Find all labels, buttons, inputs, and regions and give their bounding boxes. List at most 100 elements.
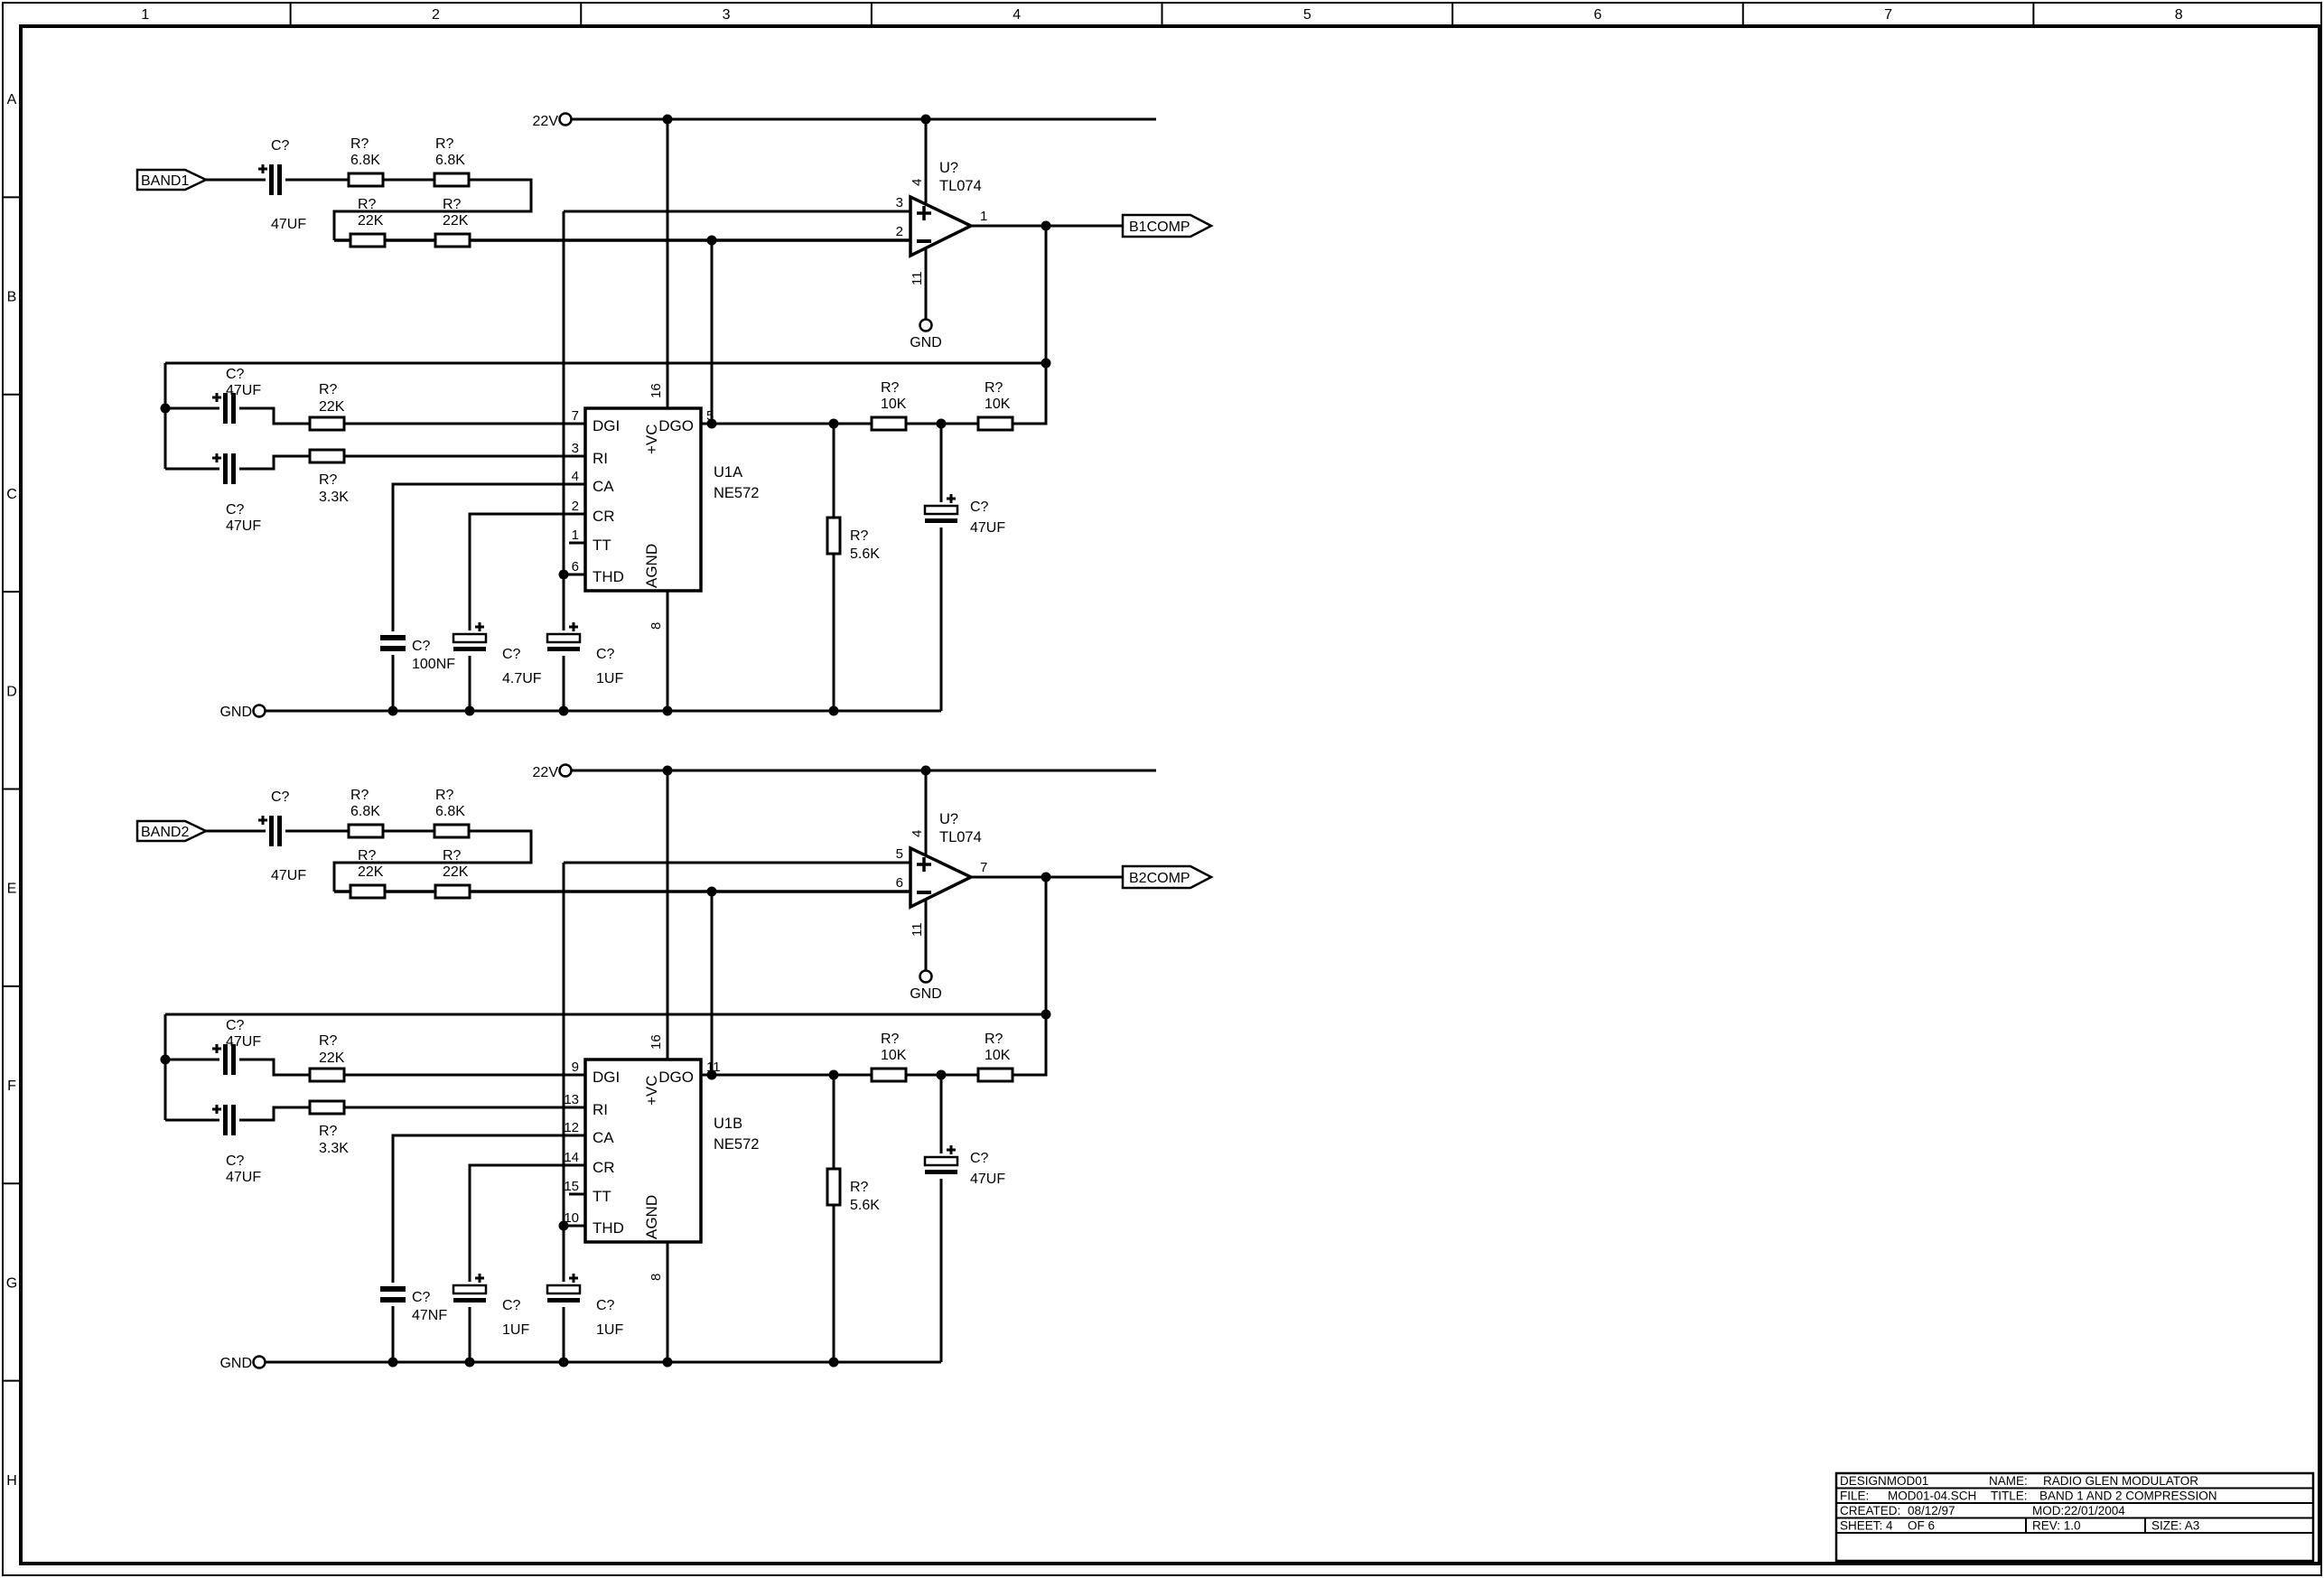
resistor-value: 10K bbox=[881, 397, 907, 412]
ne572-body bbox=[583, 406, 703, 593]
ruler-column-label: 4 bbox=[1013, 7, 1021, 23]
polarity-plus-icon bbox=[212, 453, 221, 462]
cap-plate bbox=[223, 1044, 228, 1075]
ruler-column-label: 2 bbox=[432, 7, 440, 23]
chip-designator: U1B bbox=[714, 1116, 742, 1132]
resistor-value: 3.3K bbox=[319, 490, 349, 505]
resistor-designator: R? bbox=[881, 1032, 900, 1047]
junction-dot bbox=[464, 705, 475, 716]
resistor-r-shunt bbox=[826, 516, 842, 556]
ruler-column-label: 6 bbox=[1593, 7, 1601, 23]
cap-mask bbox=[219, 451, 239, 487]
cap-plate bbox=[547, 1298, 580, 1303]
resistor-value: 10K bbox=[881, 1048, 907, 1063]
polarity-plus-icon bbox=[212, 393, 221, 402]
cap-designator: C? bbox=[596, 1298, 615, 1313]
resistor-value: 22K bbox=[319, 1050, 345, 1066]
cap-plate bbox=[277, 816, 282, 846]
cap-value: 100NF bbox=[412, 657, 455, 672]
pin-name-ca: CA bbox=[593, 1129, 614, 1146]
resistor-r-dgi bbox=[308, 1067, 346, 1083]
resistor-value: 5.6K bbox=[850, 546, 880, 562]
ruler-row-label: H bbox=[6, 1473, 17, 1489]
pin-name-vc: +VC bbox=[643, 424, 660, 454]
cap-mask bbox=[266, 162, 285, 198]
pin-number: 14 bbox=[564, 1150, 579, 1165]
title-block-field: RADIO GLEN MODULATOR bbox=[2043, 1474, 2198, 1488]
resistor-value: 6.8K bbox=[350, 804, 380, 819]
resistor-value: 6.8K bbox=[435, 153, 465, 168]
inner-border bbox=[19, 24, 2321, 1565]
ruler-column-label: 3 bbox=[723, 7, 731, 23]
resistor-designator: R? bbox=[881, 380, 900, 396]
ruler-row-label: D bbox=[6, 684, 17, 699]
cap-designator: C? bbox=[970, 500, 989, 515]
cap-plate bbox=[453, 647, 486, 651]
cap-designator: C? bbox=[412, 639, 431, 654]
input-port-flag bbox=[135, 168, 209, 191]
ne572-symbol: 9DGI13RI12CA14CR15TT10THD16+VC8AGND11DGO… bbox=[391, 770, 759, 1362]
cap-plate bbox=[380, 1286, 406, 1292]
port-terminal-icon bbox=[558, 112, 573, 126]
junction-dot bbox=[387, 1357, 398, 1368]
pin-name-dgo: DGO bbox=[658, 417, 694, 434]
resistor-r-ri bbox=[308, 448, 346, 464]
cap-plate bbox=[923, 1155, 959, 1167]
pin-number: 5 bbox=[896, 846, 903, 862]
resistor-r-out1 bbox=[870, 1067, 908, 1083]
resistor-designator: R? bbox=[319, 472, 338, 488]
cap-value: 47UF bbox=[226, 1170, 261, 1185]
pin-name-dgo: DGO bbox=[658, 1069, 694, 1086]
supply-rail-22v: 22V bbox=[533, 112, 1156, 129]
pin-name-tt: TT bbox=[593, 1188, 611, 1205]
polarity-plus-icon bbox=[569, 622, 578, 631]
title-block-field: MOD:22/01/2004 bbox=[2032, 1504, 2125, 1517]
output-port-flag bbox=[1121, 864, 1214, 890]
junction-dot bbox=[387, 705, 398, 716]
cap-plate bbox=[546, 1284, 582, 1295]
title-block-field: TITLE: bbox=[1991, 1489, 2028, 1503]
pin-number: 6 bbox=[572, 559, 579, 574]
ruler-row-label: C bbox=[6, 487, 17, 502]
cap-plate bbox=[269, 816, 274, 846]
cap-value: 1UF bbox=[596, 1322, 623, 1338]
junction-dot bbox=[558, 705, 569, 716]
port-terminal-icon bbox=[252, 704, 266, 718]
junction-dot bbox=[662, 705, 673, 716]
pin-name-cr: CR bbox=[593, 508, 615, 525]
gnd-port-label: GND bbox=[219, 705, 252, 720]
junction-dot bbox=[1041, 358, 1051, 369]
cap-plate bbox=[380, 1297, 406, 1303]
resistor-value: 6.8K bbox=[435, 804, 465, 819]
resistor-r-in1 bbox=[347, 172, 385, 188]
wire bbox=[206, 178, 533, 240]
cap-designator: C? bbox=[271, 789, 290, 805]
opamp-designator: U? bbox=[939, 811, 958, 827]
resistor-value: 22K bbox=[443, 213, 469, 229]
pin-name-ri: RI bbox=[593, 450, 608, 467]
port-terminal-icon bbox=[558, 763, 573, 778]
resistor-designator: R? bbox=[443, 848, 462, 864]
cap-plate bbox=[546, 632, 582, 644]
resistor-designator: R? bbox=[435, 788, 454, 803]
pin-name-ri: RI bbox=[593, 1101, 608, 1118]
resistor-r-in1 bbox=[347, 823, 385, 839]
pin-number: 2 bbox=[572, 499, 579, 514]
pin-name-dgi: DGI bbox=[593, 417, 620, 434]
resistor-r-out1 bbox=[870, 416, 908, 432]
pin-number: 16 bbox=[649, 1034, 664, 1050]
resistor-r-out2 bbox=[976, 1067, 1014, 1083]
resistor-designator: R? bbox=[358, 848, 377, 864]
cap-designator: C? bbox=[596, 647, 615, 662]
resistor-value: 22K bbox=[443, 864, 469, 880]
cap-designator: C? bbox=[226, 367, 245, 382]
pin-name-tt: TT bbox=[593, 537, 611, 554]
pin-number: 11 bbox=[910, 271, 925, 285]
cap-designator: C? bbox=[412, 1290, 431, 1305]
